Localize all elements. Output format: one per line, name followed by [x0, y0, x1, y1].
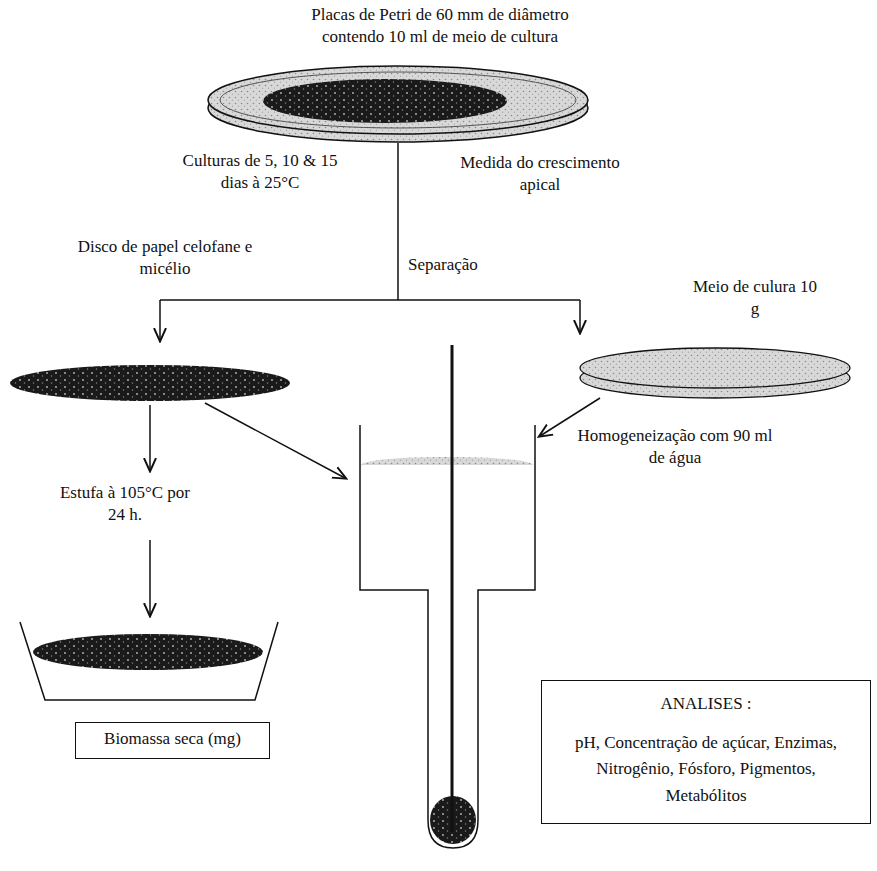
step-label: Medida do crescimento apical [440, 152, 640, 196]
homogenizer [360, 345, 535, 848]
step-label: Estufa à 105°C por 24 h. [50, 482, 200, 526]
box-text: pH, Concentração de açúcar, Enzimas, Nit… [552, 730, 860, 809]
analysis-box: ANALISES : pH, Concentração de açúcar, En… [541, 680, 871, 824]
petri-dish [208, 66, 588, 142]
box-heading: ANALISES : [552, 693, 860, 716]
medium-disc [580, 348, 850, 398]
drying-dish [20, 622, 278, 700]
step-label: Separação [408, 254, 478, 276]
step-label: Homogeneização com 90 ml de água [570, 425, 780, 469]
step-label: Disco de papel celofane e micélio [55, 236, 275, 280]
mycelium-disc [10, 365, 290, 401]
result-box: Biomassa seca (mg) [75, 722, 270, 759]
diagram-title: Placas de Petri de 60 mm de diâmetro con… [290, 4, 590, 48]
step-label: Meio de culura 10 g [690, 276, 820, 320]
step-label: Culturas de 5, 10 & 15 dias à 25°C [170, 150, 350, 194]
box-heading: Biomassa seca (mg) [86, 728, 259, 751]
